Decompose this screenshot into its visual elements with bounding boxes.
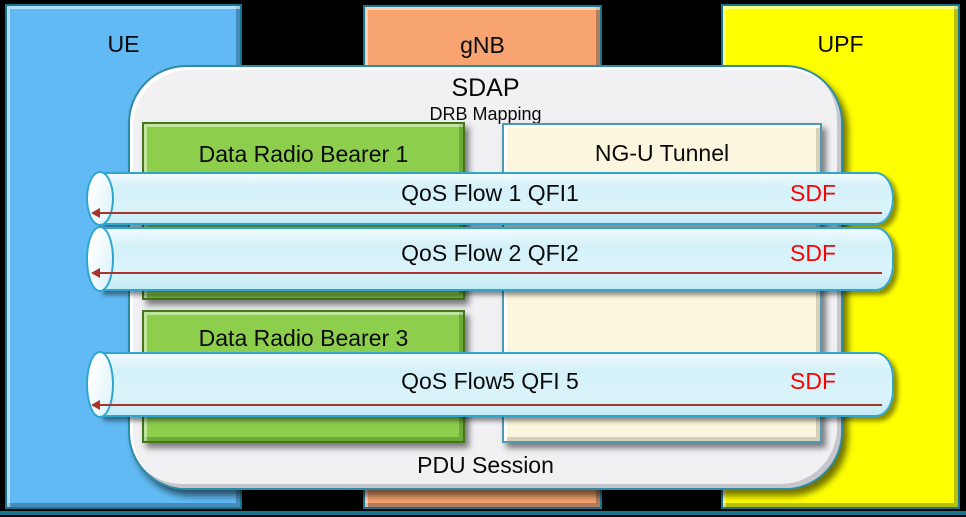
- qos-flow-2-body: [99, 227, 894, 291]
- ng-u-tunnel-label: NG-U Tunnel: [594, 140, 730, 166]
- left-arrowhead-icon: [91, 208, 100, 218]
- qos-flow-5-pipe: QoS Flow5 QFI 5 SDF: [86, 351, 894, 418]
- left-arrowhead-icon: [91, 400, 100, 410]
- data-radio-bearer-1-label: Data Radio Bearer 1: [198, 141, 409, 167]
- sdap-title: SDAP: [451, 74, 520, 102]
- qos-flow-1-cylinder-cap: [86, 171, 114, 226]
- qos-flow-5-body: [99, 352, 894, 417]
- bottom-border-rule: [0, 511, 966, 515]
- left-arrowhead-icon: [91, 268, 100, 278]
- data-radio-bearer-3-label: Data Radio Bearer 3: [198, 325, 409, 351]
- qos-flow-5-sdf-arrow: [91, 400, 882, 410]
- qos-flow-1-sdf-label: SDF: [790, 180, 836, 206]
- qos-flow-1-pipe: QoS Flow 1 QFI1 SDF: [86, 171, 894, 226]
- qos-flow-1-label: QoS Flow 1 QFI1: [401, 180, 579, 206]
- upf-label: UPF: [817, 31, 864, 57]
- gnb-label: gNB: [460, 32, 505, 58]
- qos-flow-1-sdf-arrow: [91, 208, 882, 218]
- qos-flow-2-sdf-label: SDF: [790, 240, 836, 266]
- pdu-session-label: PDU Session: [417, 452, 554, 478]
- qos-flow-2-pipe: QoS Flow 2 QFI2 SDF: [86, 226, 894, 292]
- qos-flow-2-cylinder-cap: [86, 226, 114, 292]
- qos-flow-5-label: QoS Flow5 QFI 5: [401, 368, 579, 394]
- ue-label: UE: [107, 31, 140, 57]
- qos-flow-5-cylinder-cap: [86, 351, 114, 418]
- qos-flow-1-body: [99, 172, 894, 225]
- qos-flow-2-sdf-arrow: [91, 268, 882, 278]
- qos-flow-5-sdf-label: SDF: [790, 368, 836, 394]
- qos-flow-2-label: QoS Flow 2 QFI2: [401, 240, 579, 266]
- drb-mapping-label: DRB Mapping: [429, 104, 542, 124]
